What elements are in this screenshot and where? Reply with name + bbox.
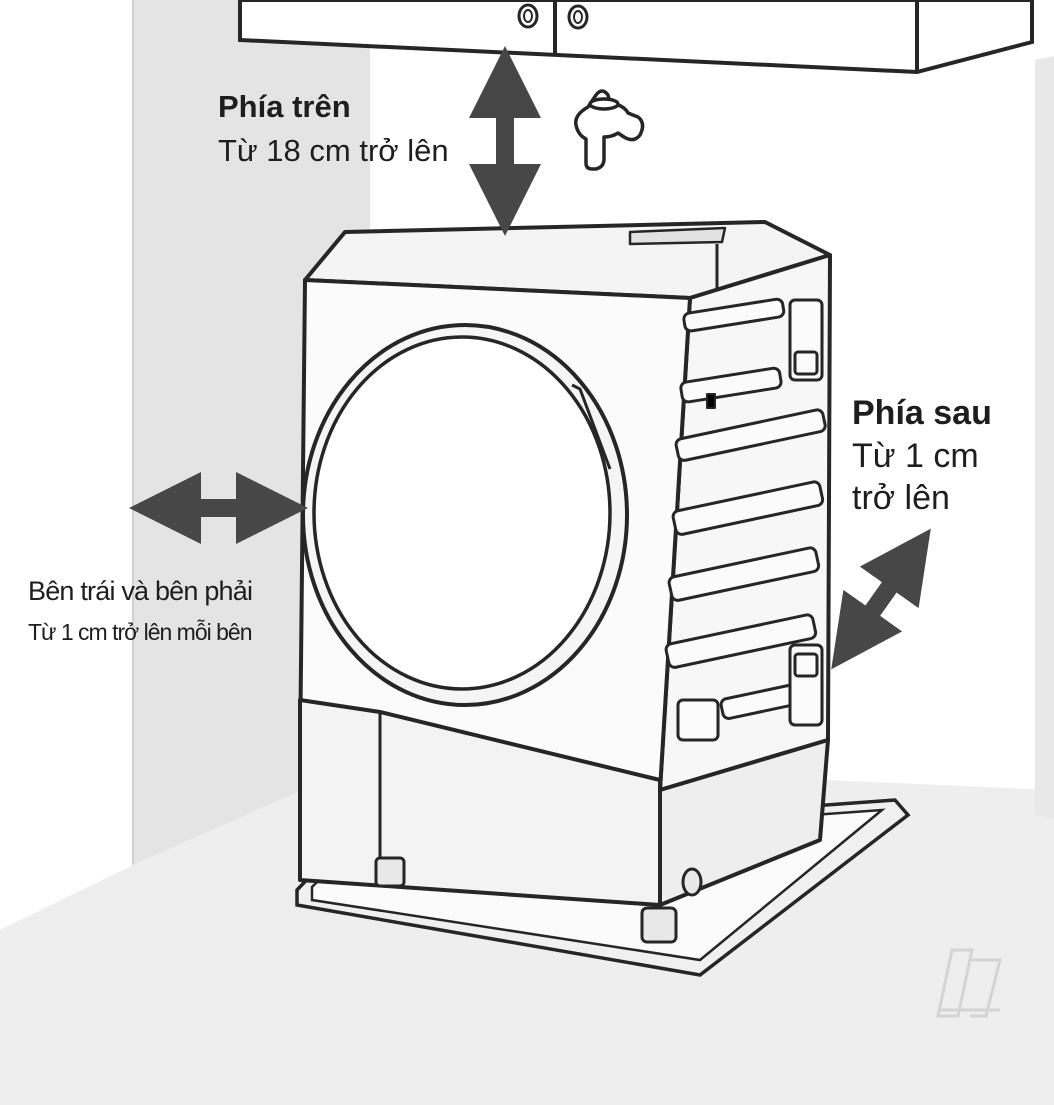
top-clearance-heading: Phía trên <box>218 89 351 124</box>
back-clearance-heading: Phía sau <box>852 394 992 432</box>
side-clearance-value: Từ 1 cm trở lên mỗi bên <box>28 619 252 645</box>
logo-watermark <box>936 948 1002 1018</box>
back-clearance-value-line2: trở lên <box>852 479 950 517</box>
door-glass <box>312 335 612 691</box>
clearance-arrows <box>129 46 931 670</box>
back-clearance-label: Phía sau Từ 1 cm trở lên <box>852 392 992 520</box>
wall-cabinet <box>238 0 1034 75</box>
top-clearance-value: Từ 18 cm trở lên <box>218 133 449 168</box>
washing-machine <box>298 220 832 944</box>
side-clearance-heading: Bên trái và bên phải <box>28 576 253 606</box>
water-tap-icon <box>574 89 645 171</box>
right-wall-shade <box>1035 56 1054 820</box>
diagonal-double-arrow-icon <box>831 528 931 670</box>
machine-feet <box>374 856 703 944</box>
back-clearance-value-line1: Từ 1 cm <box>852 436 979 475</box>
